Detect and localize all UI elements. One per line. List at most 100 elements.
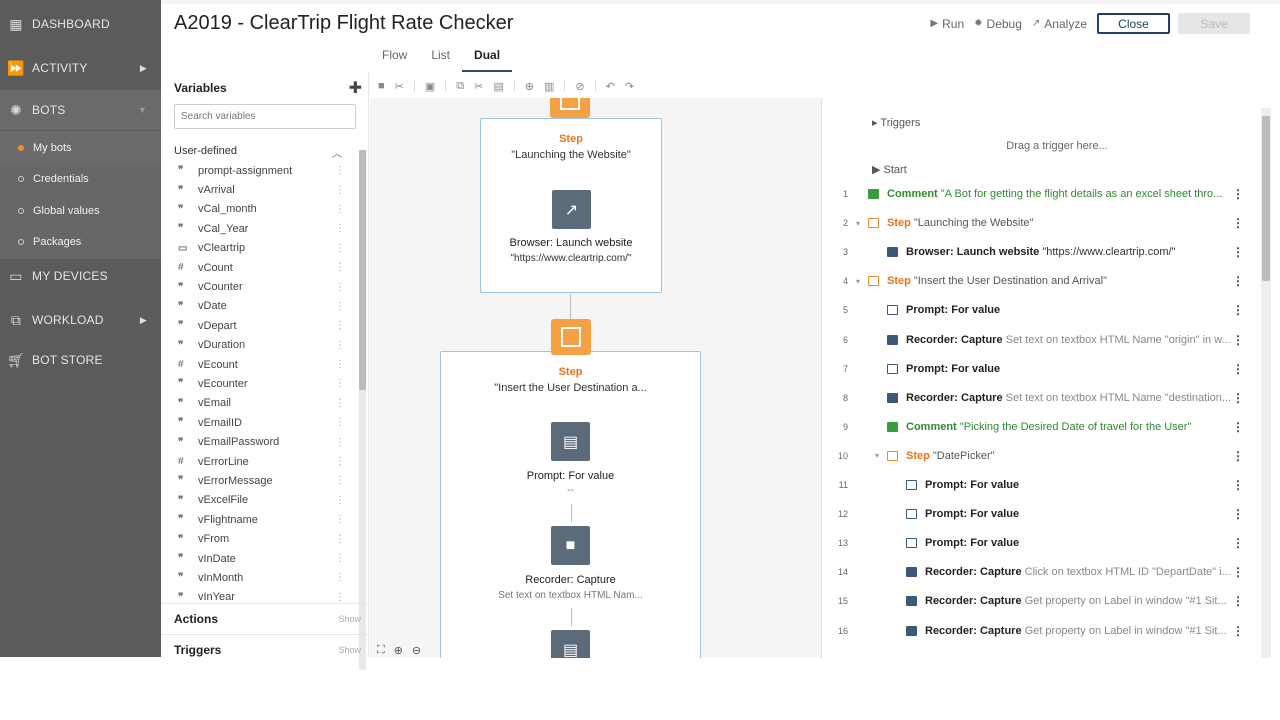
more-icon[interactable]: ⋮ (1232, 361, 1244, 376)
more-icon[interactable]: ⋮ (335, 281, 345, 293)
collapse-toggle-icon[interactable]: ▾ (855, 276, 860, 286)
save-button[interactable]: Save (1178, 13, 1250, 34)
more-icon[interactable]: ⋮ (335, 572, 345, 584)
variable-item[interactable]: ❞vEmail⋮ (161, 394, 351, 413)
analyze-button[interactable]: ↗ Analyze (1032, 17, 1087, 31)
delete-icon[interactable]: ▥ (543, 80, 555, 93)
more-icon[interactable]: ⋮ (1232, 478, 1244, 492)
more-icon[interactable]: ⋮ (335, 591, 345, 603)
variables-scrollbar[interactable] (359, 150, 366, 670)
collapse-toggle-icon[interactable]: ▾ (874, 451, 879, 461)
more-icon[interactable]: ⋮ (1232, 507, 1244, 522)
disable-icon[interactable]: ⊘ (575, 80, 585, 93)
sub-packages[interactable]: Packages (0, 226, 161, 257)
more-icon[interactable]: ⋮ (335, 456, 345, 468)
variable-item[interactable]: ❞vCal_Year⋮ (161, 219, 351, 238)
list-row[interactable]: 10▾Step "DatePicker"⋮ (822, 442, 1250, 470)
variable-item[interactable]: ❞vEmailID⋮ (161, 413, 351, 432)
undo-icon[interactable]: ↶ (605, 80, 615, 93)
more-icon[interactable]: ⋮ (335, 242, 345, 254)
variable-item[interactable]: ▭vCleartrip⋮ (161, 239, 351, 258)
more-icon[interactable]: ⋮ (335, 397, 345, 409)
add-variable-icon[interactable]: ✚ (348, 80, 362, 97)
chevron-up-icon[interactable]: ︿ (332, 149, 342, 160)
tab-list[interactable]: List (431, 48, 451, 62)
triggers-header[interactable]: ▸ Triggers (872, 117, 921, 129)
more-icon[interactable]: ⋮ (1232, 187, 1244, 201)
variable-item[interactable]: ❞vInMonth⋮ (161, 568, 351, 587)
more-icon[interactable]: ⋮ (335, 339, 345, 351)
more-icon[interactable]: ⋮ (335, 436, 345, 448)
sub-credentials[interactable]: Credentials (0, 163, 161, 194)
sub-global-values[interactable]: Global values (0, 195, 161, 226)
more-icon[interactable]: ⋮ (335, 320, 345, 332)
variable-item[interactable]: #vEcount⋮ (161, 355, 351, 374)
variable-item[interactable]: ❞vFlightname⋮ (161, 510, 351, 529)
more-icon[interactable]: ⋮ (335, 203, 345, 215)
more-icon[interactable]: ⋮ (335, 165, 345, 177)
variable-item[interactable]: #vErrorLine⋮ (161, 452, 351, 471)
flow-canvas[interactable]: Step "Launching the Website" ↗ Browser: … (370, 98, 822, 658)
variable-item[interactable]: ❞vInYear⋮ (161, 588, 351, 607)
nav-bot-store[interactable]: 🛒︎ BOT STORE (0, 340, 161, 380)
more-icon[interactable]: ⋮ (1232, 448, 1244, 463)
variable-item[interactable]: ❞vArrival⋮ (161, 180, 351, 199)
more-icon[interactable]: ⋮ (1232, 594, 1244, 609)
more-icon[interactable]: ⋮ (335, 514, 345, 526)
nav-bots[interactable]: ✺ BOTS ▼ (0, 90, 161, 130)
zoom-in-icon[interactable]: ⊕ (393, 645, 403, 657)
scrollbar-thumb[interactable] (359, 150, 366, 390)
prompt-icon[interactable]: ▤ (551, 630, 590, 658)
more-icon[interactable]: ⋮ (335, 184, 345, 196)
collapse-toggle-icon[interactable]: ▾ (855, 218, 860, 228)
more-icon[interactable]: ⋮ (1232, 216, 1244, 231)
image-icon[interactable]: ▣ (424, 80, 436, 93)
nav-my-devices[interactable]: ▭ MY DEVICES (0, 256, 161, 296)
more-icon[interactable]: ⋮ (1232, 419, 1244, 434)
more-icon[interactable]: ⋮ (335, 300, 345, 312)
more-icon[interactable]: ⋮ (335, 553, 345, 564)
more-icon[interactable]: ⋮ (1232, 565, 1244, 580)
more-icon[interactable]: ⋮ (1232, 274, 1244, 289)
more-icon[interactable]: ⋮ (1232, 536, 1244, 551)
sub-my-bots[interactable]: My bots (0, 132, 161, 163)
more-icon[interactable]: ⋮ (335, 475, 345, 487)
record-icon[interactable]: ■ (378, 80, 385, 92)
paste-icon[interactable]: ▤ (493, 80, 504, 93)
variable-item[interactable]: ❞vExcelFile⋮ (161, 491, 351, 510)
variable-item[interactable]: ❞prompt-assignment⋮ (161, 161, 351, 180)
scrollbar-thumb[interactable] (1262, 116, 1270, 281)
variable-item[interactable]: ❞vErrorMessage⋮ (161, 471, 351, 490)
redo-icon[interactable]: ↷ (624, 80, 635, 93)
search-variables-input[interactable] (174, 104, 356, 129)
list-row[interactable]: 2▾Step "Launching the Website"⋮ (822, 209, 1250, 237)
nav-dashboard[interactable]: ▦ DASHBOARD (0, 4, 161, 44)
variable-item[interactable]: ❞vCounter⋮ (161, 277, 351, 296)
variable-item[interactable]: ❞vDate⋮ (161, 297, 351, 316)
more-icon[interactable]: ⋮ (335, 494, 345, 506)
more-icon[interactable]: ⋮ (335, 417, 345, 429)
fit-screen-icon[interactable]: ⛶ (377, 644, 385, 656)
cut-icon[interactable]: ✂ (474, 80, 484, 93)
run-button[interactable]: ▶ Run (930, 17, 964, 31)
variable-item[interactable]: ❞vCal_month⋮ (161, 200, 351, 219)
variable-item[interactable]: ❞vEmailPassword⋮ (161, 432, 351, 451)
variable-item[interactable]: #vCount⋮ (161, 258, 351, 277)
start-header[interactable]: ▶ Start (872, 164, 907, 176)
recorder-icon[interactable]: ■ (551, 526, 590, 565)
more-icon[interactable]: ⋮ (335, 359, 345, 371)
launch-website-icon[interactable]: ↗ (552, 190, 591, 229)
show-actions-link[interactable]: Show (338, 614, 361, 624)
step-launching-website[interactable]: Step "Launching the Website" ↗ Browser: … (480, 118, 662, 293)
zoom-out-icon[interactable]: ⊖ (411, 645, 422, 657)
variable-item[interactable]: ❞vDepart⋮ (161, 316, 351, 335)
